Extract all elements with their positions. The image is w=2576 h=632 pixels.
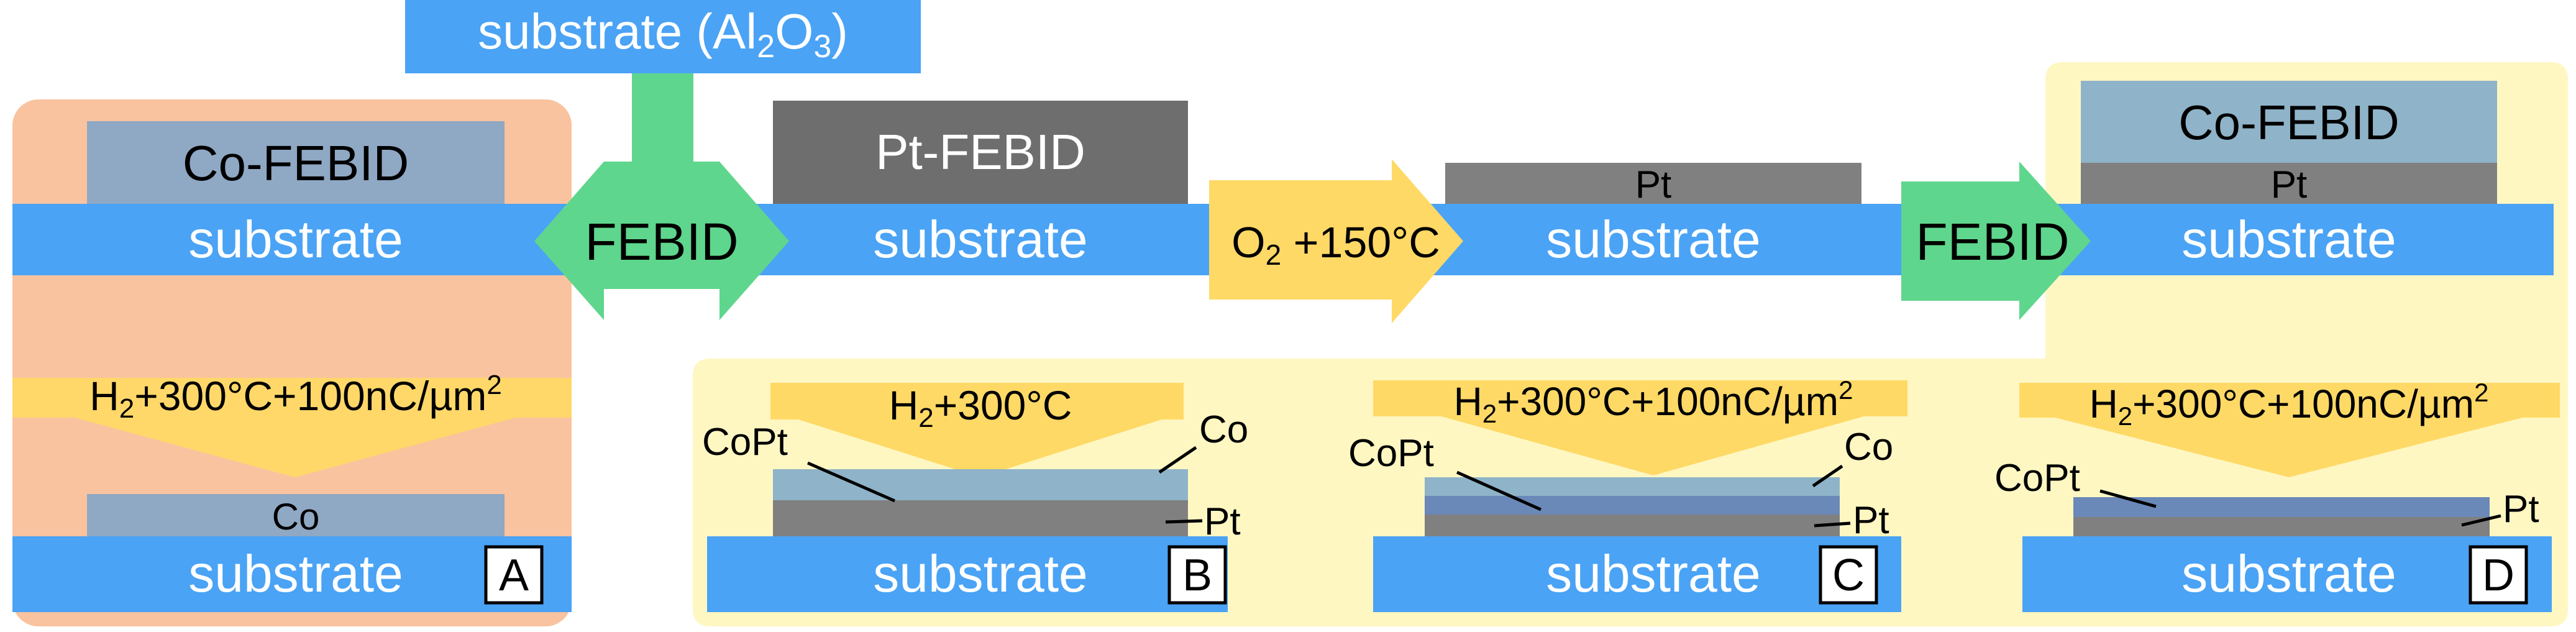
panel-c-copt-label: CoPt <box>1348 432 1434 475</box>
panel-d-pt-layer <box>2073 517 2490 536</box>
panel-d-substrate <box>2022 536 2552 612</box>
pt-febid-layer <box>773 101 1188 204</box>
panel-b-pt-label: Pt <box>1204 500 1241 543</box>
pt-label-middle: Pt <box>1635 163 1672 206</box>
panel-d-copt-layer <box>2073 497 2490 517</box>
panel-c-letter: C <box>1832 551 1865 600</box>
panel-c-pt-label: Pt <box>1853 499 1889 542</box>
panel-a-letter: A <box>499 551 529 600</box>
panel-d-process-arrow <box>2019 383 2560 477</box>
panel-a-co-film <box>87 494 505 536</box>
panel-d-process-label: H2+300°C+100nC/µm2 <box>2090 378 2489 431</box>
panel-d-letter: D <box>2482 551 2514 600</box>
panel-c-letter-box <box>1819 545 1878 605</box>
panel-b-process-label: H2+300°C <box>889 382 1072 433</box>
panel-d-pt-label: Pt <box>2503 488 2539 531</box>
pt-layer-middle <box>1445 163 1861 204</box>
substrate-label-pt: substrate <box>873 210 1088 268</box>
panel-c-process-label: H2+300°C+100nC/µm2 <box>1454 375 1853 428</box>
panel-b-pt-leader <box>1165 519 1203 524</box>
pt-layer-right <box>2081 163 2497 204</box>
panel-a-letter-box <box>484 545 544 605</box>
panel-a-process-label: H2+300°C+100nC/µm2 <box>89 370 502 424</box>
panel-b-copt-leader <box>807 461 895 503</box>
panel-c-co-label: Co <box>1844 426 1893 469</box>
panel-b-pt-layer <box>773 500 1188 536</box>
panel-c-substrate-label: substrate <box>1546 544 1761 603</box>
panel-b-letter-box <box>1167 545 1227 605</box>
panel-b-co-leader <box>1158 446 1197 474</box>
febid-right-arrow <box>1901 162 2091 320</box>
substrate-label-a: substrate <box>188 210 403 268</box>
co-febid-left-label: Co-FEBID <box>183 135 409 191</box>
panel-a-substrate-label: substrate <box>188 544 403 603</box>
panel-b-co-label: Co <box>1199 408 1248 451</box>
panel-b-process-arrow <box>770 383 1184 477</box>
panel-c-copt-leader <box>1456 470 1542 511</box>
substrate-source-label: substrate (Al2O3) <box>478 4 848 65</box>
febid-double-arrow <box>534 73 789 320</box>
co-febid-right-label: Co-FEBID <box>2178 95 2399 150</box>
panel-b-substrate-label: substrate <box>873 544 1088 603</box>
panel-d-pt-leader <box>2461 514 2501 527</box>
substrate-label-middle: substrate <box>1546 210 1761 268</box>
substrate-label-right: substrate <box>2181 210 2396 268</box>
panel-c-substrate <box>1373 536 1901 612</box>
panel-d-copt-label: CoPt <box>1994 457 2080 500</box>
substrate-source-box <box>405 0 921 73</box>
panel-a-process-arrow <box>12 378 572 477</box>
co-febid-left-layer <box>87 121 505 204</box>
panel-a-co-label: Co <box>272 496 320 538</box>
febid-left-label: FEBID <box>585 213 738 271</box>
o2-anneal-label: O2 +150°C <box>1231 218 1440 271</box>
pt-febid-label: Pt-FEBID <box>875 124 1085 180</box>
panel-c-process-arrow <box>1373 380 1907 475</box>
panel-c-copt-layer <box>1425 496 1840 515</box>
panel-d-copt-leader <box>2099 489 2157 508</box>
panel-c-pt-layer <box>1425 515 1840 536</box>
o2-anneal-arrow <box>1209 159 1463 323</box>
panel-a-substrate <box>12 536 572 612</box>
panel-d-substrate-label: substrate <box>2181 544 2396 603</box>
panel-b-substrate <box>707 536 1228 612</box>
co-febid-right-layer <box>2081 81 2497 163</box>
febid-right-label: FEBID <box>1916 213 2069 271</box>
panel-d-letter-box <box>2469 545 2528 605</box>
panel-b-letter: B <box>1182 551 1212 600</box>
panel-c-pt-leader <box>1814 521 1851 528</box>
pt-label-right: Pt <box>2271 163 2308 206</box>
panel-c-co-leader <box>1812 464 1843 488</box>
panel-c-co-layer <box>1425 477 1840 496</box>
panel-b-copt-label: CoPt <box>702 421 788 464</box>
panel-b-co-layer <box>773 469 1188 500</box>
